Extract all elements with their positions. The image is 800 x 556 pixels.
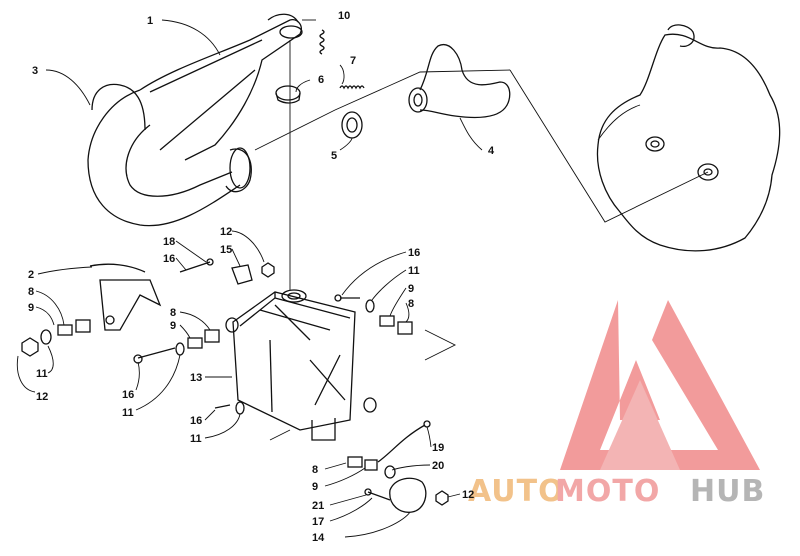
- callout-11-left: 11: [36, 368, 48, 380]
- callout-12-bottom: 12: [462, 489, 474, 501]
- callout-16-right: 16: [408, 247, 420, 259]
- callout-13: 13: [190, 372, 202, 384]
- callout-9-middle: 9: [170, 320, 176, 332]
- hardware: [21, 258, 449, 506]
- callout-9-left: 9: [28, 302, 34, 314]
- watermark-text-auto: AUTO: [468, 474, 565, 509]
- flange: [408, 44, 511, 119]
- hanger-wire: [91, 83, 146, 131]
- callout-16-upper: 16: [163, 253, 175, 265]
- watermark-text-hub: HUB: [690, 474, 765, 509]
- callout-labels: 1 10 3 6 7 5 4 2 8 9 11 12 18 16 12 15 8…: [28, 10, 495, 544]
- leader-lines: [16, 19, 483, 538]
- callout-17: 17: [312, 516, 324, 528]
- callout-1: 1: [147, 15, 153, 27]
- bracket-15: [231, 264, 253, 285]
- callout-3: 3: [32, 65, 38, 77]
- leader-4-engine: [509, 69, 709, 223]
- top-grommet: [279, 25, 303, 39]
- callout-16-middle: 16: [122, 389, 134, 401]
- callout-18: 18: [163, 236, 175, 248]
- callout-20: 20: [432, 460, 444, 472]
- expansion-chamber: [87, 13, 302, 227]
- callout-5: 5: [331, 150, 337, 162]
- spring-10: [319, 29, 325, 55]
- callout-8-left: 8: [28, 286, 34, 298]
- callout-8-right: 8: [408, 298, 414, 310]
- callout-11-middle: 11: [122, 407, 134, 419]
- callout-4: 4: [488, 145, 495, 157]
- watermark-text-moto: MOTO: [555, 474, 660, 509]
- gasket-ring-inner: [346, 117, 358, 133]
- callout-15: 15: [220, 244, 232, 256]
- muffler: [225, 289, 377, 441]
- exhaust-plate: [389, 477, 427, 513]
- callout-9-right: 9: [408, 283, 414, 295]
- engine-outline: [596, 24, 781, 252]
- mount-bracket: [89, 263, 162, 331]
- callout-12-upper: 12: [220, 226, 232, 238]
- callout-2: 2: [28, 269, 34, 281]
- callout-16-lower: 16: [190, 415, 202, 427]
- callout-8-middle: 8: [170, 307, 176, 319]
- callout-9-bottom: 9: [312, 481, 318, 493]
- spring-7: [339, 85, 365, 90]
- callout-10: 10: [338, 10, 350, 22]
- callout-7: 7: [350, 55, 356, 67]
- watermark-logo: [560, 300, 760, 470]
- callout-6: 6: [318, 74, 324, 86]
- callout-12-left: 12: [36, 391, 48, 403]
- callout-8-bottom: 8: [312, 464, 318, 476]
- callout-19: 19: [432, 442, 444, 454]
- callout-11-lower: 11: [190, 433, 202, 445]
- callout-11-right: 11: [408, 265, 420, 277]
- gasket-ring: [341, 111, 363, 139]
- callout-21: 21: [312, 500, 324, 512]
- seal: [275, 85, 301, 101]
- callout-14: 14: [312, 532, 325, 544]
